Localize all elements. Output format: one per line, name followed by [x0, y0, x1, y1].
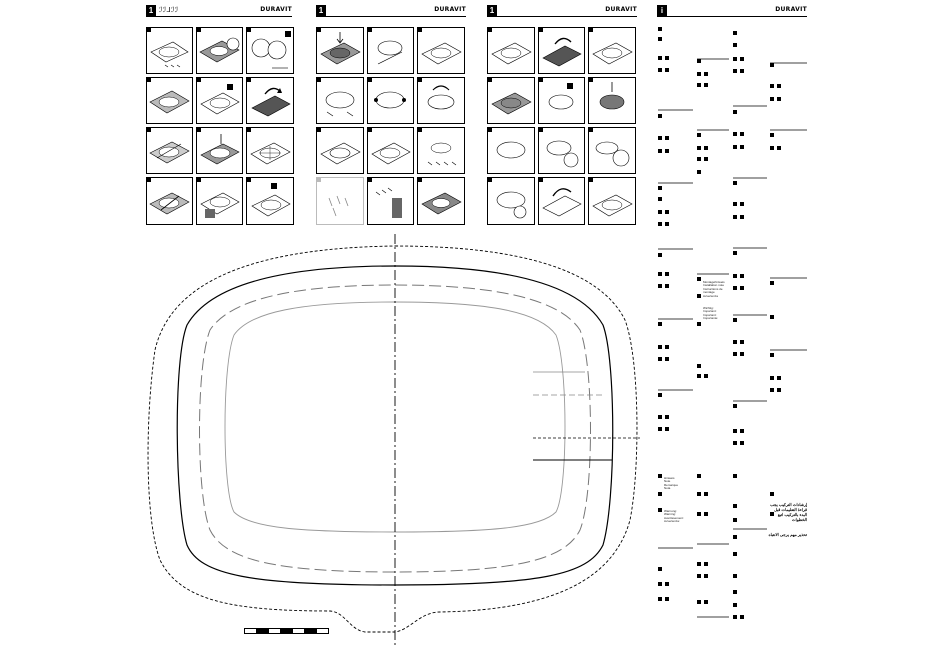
- page2-number-badge: 1: [316, 5, 326, 16]
- page1-header: 1 ℐℐ⅃ℐℐ DURAVIT: [146, 5, 292, 17]
- page3-header: 1 DURAVIT: [487, 5, 637, 17]
- step-panel: [146, 77, 193, 124]
- step-panel: [588, 127, 636, 174]
- step-panel: [246, 27, 294, 74]
- step-panel: [146, 177, 193, 225]
- step-panel: [196, 27, 243, 74]
- arabic-text-b: تحذير مهم يرجى الانتباه: [768, 532, 807, 537]
- step-panel: [246, 177, 294, 225]
- step-panel: [538, 127, 585, 174]
- brand-logo: DURAVIT: [434, 6, 466, 13]
- page4-header: i DURAVIT: [657, 5, 807, 17]
- long-dashed-contour: [199, 284, 591, 573]
- text-block-markers: [658, 27, 807, 619]
- step-panel: [316, 177, 364, 225]
- step-panel: [367, 127, 414, 174]
- step-panel: [487, 27, 535, 74]
- step-panel: [538, 27, 585, 74]
- brand-logo: DURAVIT: [775, 6, 807, 13]
- arabic-text-a: إرشادات التركيب يجب قراءة التعليمات قبل …: [770, 502, 807, 522]
- step-panel: [316, 127, 364, 174]
- cutout-template-drawing: [147, 234, 640, 645]
- step-panel: [146, 127, 193, 174]
- brand-logo: DURAVIT: [605, 6, 637, 13]
- step-panel: [588, 77, 636, 124]
- step-panel: [367, 177, 414, 225]
- page2-header: 1 DURAVIT: [316, 5, 466, 17]
- note-text-a: Montagehinweis Installation note Instruc…: [703, 280, 725, 298]
- step-panel: [487, 177, 535, 225]
- step-panel: [588, 27, 636, 74]
- step-panel: [246, 127, 294, 174]
- step-panel: [196, 177, 243, 225]
- step-panel: [588, 177, 636, 225]
- step-panel: [196, 127, 243, 174]
- page1-number-badge: 1: [146, 5, 156, 16]
- outer-dashed-contour: [147, 245, 638, 633]
- brand-logo: DURAVIT: [260, 6, 292, 13]
- note-text-c: Hinweis Note Remarque Nota: [664, 476, 679, 491]
- step-panel: [417, 27, 465, 74]
- step-panel: [146, 27, 193, 74]
- step-panel: [316, 27, 364, 74]
- scale-bar: [244, 628, 329, 634]
- note-text-d: Warnung: Warning: Avertissement: Avverte…: [664, 509, 684, 524]
- step-panel: [246, 77, 294, 124]
- step-panel: [487, 127, 535, 174]
- step-panel: [316, 77, 364, 124]
- step-panel: [487, 77, 535, 124]
- step-panel: [417, 177, 465, 225]
- note-text-b: Wichtig: Important: Important: Important…: [703, 306, 719, 321]
- step-panel: [417, 77, 465, 124]
- page1-script-label: ℐℐ⅃ℐℐ: [159, 7, 179, 14]
- page4-info-badge: i: [657, 5, 667, 16]
- step-panel: [196, 77, 243, 124]
- step-panel: [538, 77, 585, 124]
- multilingual-text-columns: Montagehinweis Installation note Instruc…: [657, 22, 807, 632]
- step-panel: [367, 77, 414, 124]
- step-panel: [367, 27, 414, 74]
- page3-number-badge: 1: [487, 5, 497, 16]
- step-panel: [417, 127, 465, 174]
- step-panel: [538, 177, 585, 225]
